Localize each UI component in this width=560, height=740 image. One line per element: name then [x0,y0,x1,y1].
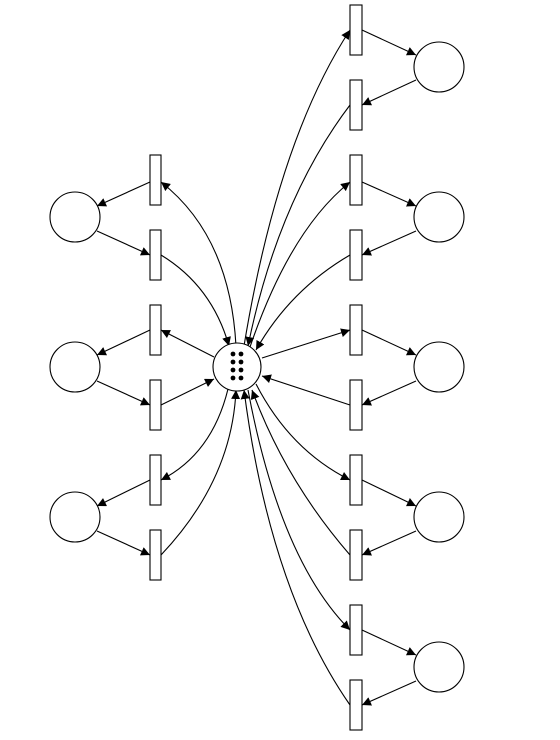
place-left-3[interactable] [49,491,101,543]
transition-left-2-top[interactable] [149,304,162,356]
arc-place-r4-to-transition-r4-bottom [361,530,417,556]
place-left-1[interactable] [49,191,101,243]
arc-central-to-transition-r3-top [261,328,351,359]
arc-transition-l3-bottom-to-central [160,389,241,556]
transition-right-5-top[interactable] [349,604,363,656]
central-place[interactable] [212,342,262,392]
token [238,351,244,357]
arc-central-to-transition-l1-top [160,181,237,347]
token [230,375,236,381]
transitions [149,4,363,731]
arc-place-r1-to-transition-r1-bottom [361,79,417,106]
arc-central-to-transition-l2-top [160,329,215,358]
place-left-2[interactable] [49,341,101,393]
arcs [96,29,417,706]
transition-right-1-top[interactable] [349,4,363,56]
arc-place-r2-to-transition-r2-bottom [361,230,417,256]
place-right-5[interactable] [413,641,465,693]
arc-transition-r4-top-to-place-r4 [361,479,417,507]
arc-transition-r3-top-to-place-r3 [361,329,417,356]
place-right-2[interactable] [413,191,465,243]
transition-right-4-bottom[interactable] [349,529,363,581]
transition-right-4-top[interactable] [349,454,363,506]
arc-transition-r5-bottom-to-central [240,389,351,706]
arc-transition-r2-bottom-to-central [255,254,351,351]
token [238,367,244,373]
arc-transition-r1-top-to-place-r1 [361,29,417,56]
arc-transition-l1-bottom-to-central [160,254,231,347]
token [230,359,236,365]
arc-transition-l2-bottom-to-central [160,378,215,406]
token [230,367,236,373]
token [238,375,244,381]
arc-place-l1-to-transition-l1-bottom [96,230,151,256]
arc-place-r3-to-transition-r3-bottom [361,380,417,406]
token [238,359,244,365]
arc-place-r5-to-transition-r5-bottom [361,680,417,706]
arc-central-to-transition-l3-top [160,388,229,481]
transition-left-3-top[interactable] [149,454,162,506]
transition-right-3-bottom[interactable] [349,379,363,431]
arc-central-to-transition-r4-top [255,383,351,481]
transition-left-2-bottom[interactable] [149,379,162,431]
transition-right-2-top[interactable] [349,154,363,206]
transition-left-1-bottom[interactable] [149,229,162,281]
transition-right-2-bottom[interactable] [349,229,363,281]
arc-transition-r4-bottom-to-central [250,389,351,556]
arc-place-l3-to-transition-l3-bottom [96,530,151,556]
arc-central-to-transition-r5-top [247,389,351,631]
arc-transition-r2-top-to-place-r2 [361,181,417,207]
token [230,351,236,357]
transition-right-1-bottom[interactable] [349,79,363,131]
arc-transition-l3-top-to-place-l3 [96,479,151,507]
arc-central-to-transition-r1-top [243,29,351,347]
transition-left-1-top[interactable] [149,154,162,206]
place-right-3[interactable] [413,341,465,393]
places [49,41,465,693]
place-right-1[interactable] [413,41,465,93]
arc-transition-r1-bottom-to-central [245,104,351,347]
arc-transition-l2-top-to-place-l2 [96,329,151,356]
place-right-4[interactable] [413,491,465,543]
arc-transition-r5-top-to-place-r5 [361,629,417,656]
arc-transition-r3-bottom-to-central [261,374,351,406]
transition-right-3-top[interactable] [349,304,363,356]
arc-central-to-transition-r2-top [249,181,351,348]
central-place-tokens [230,351,244,381]
arc-place-l2-to-transition-l2-bottom [96,380,151,406]
transition-left-3-bottom[interactable] [149,529,162,581]
arc-transition-l1-top-to-place-l1 [96,181,151,207]
transition-right-5-bottom[interactable] [349,679,363,731]
